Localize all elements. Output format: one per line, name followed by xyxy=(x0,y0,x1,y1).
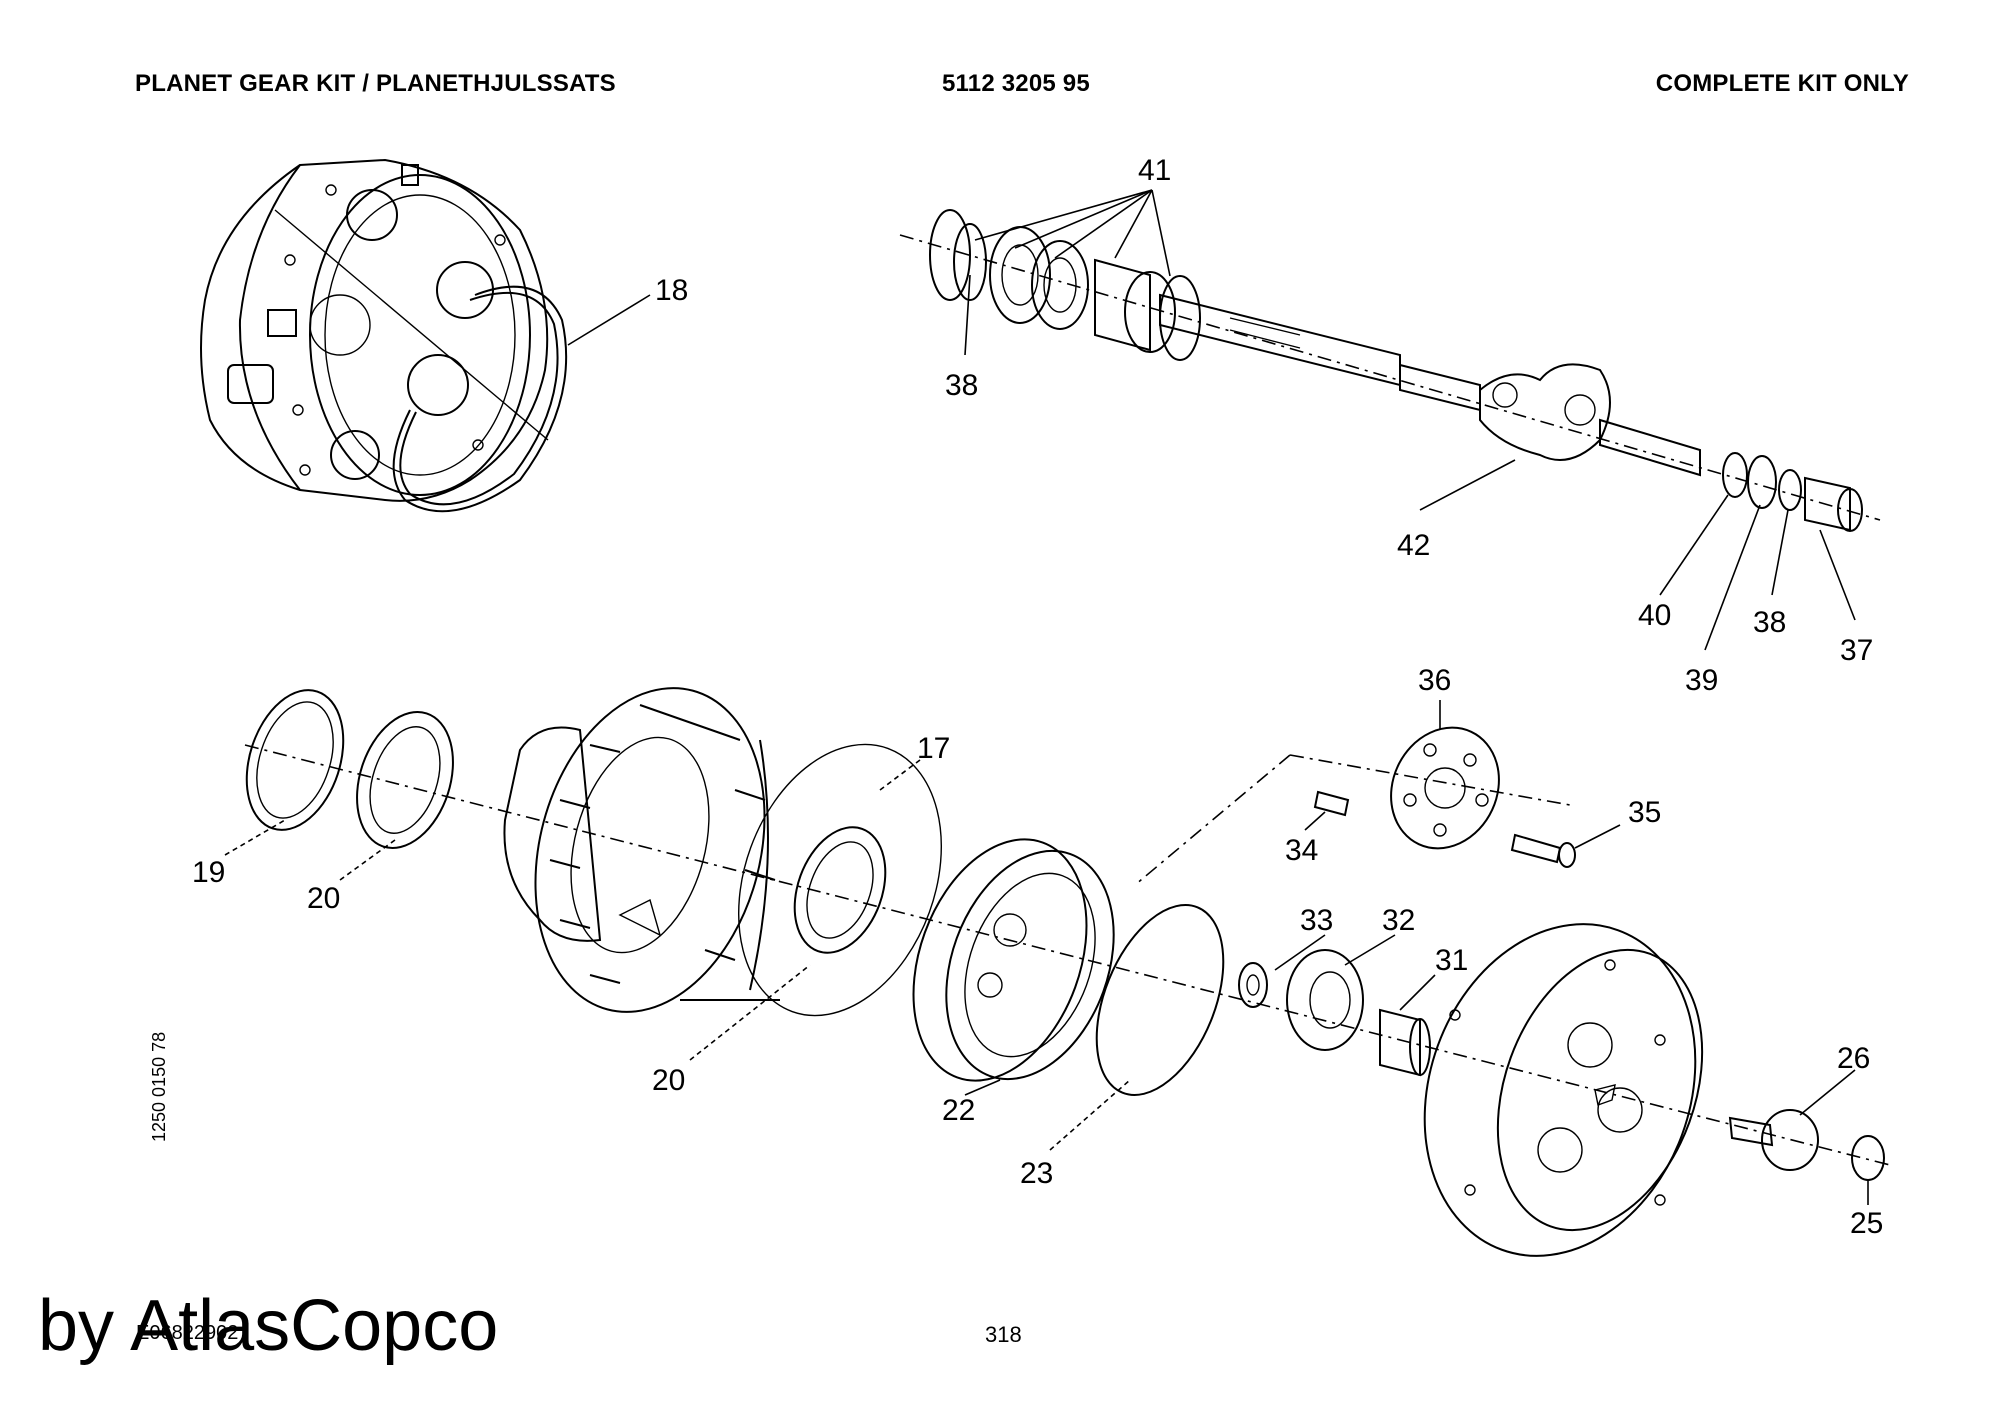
callout-19: 19 xyxy=(192,856,225,889)
callout-18: 18 xyxy=(655,274,688,307)
drive-shaft-drawing xyxy=(899,209,1881,532)
wheel-hub-drawing xyxy=(244,687,1891,1257)
callout-33: 33 xyxy=(1300,904,1333,937)
callout-39: 39 xyxy=(1685,664,1718,697)
page-title: PLANET GEAR KIT / PLANETHJULSSATS xyxy=(135,70,616,97)
callout-31: 31 xyxy=(1435,944,1468,977)
callout-36: 36 xyxy=(1418,664,1451,697)
callout-25: 25 xyxy=(1850,1207,1883,1240)
brand-watermark: by AtlasCopco xyxy=(38,1286,499,1366)
callout-20: 20 xyxy=(652,1064,685,1097)
callout-labels: 41 18 38 42 40 39 38 37 36 17 35 34 19 2… xyxy=(192,154,1883,1240)
page-number: 318 xyxy=(985,1322,1022,1347)
callout-38: 38 xyxy=(945,369,978,402)
document-code: 1250 0150 78 xyxy=(149,1031,169,1142)
callout-32: 32 xyxy=(1382,904,1415,937)
callout-40: 40 xyxy=(1638,599,1671,632)
callout-42: 42 xyxy=(1397,529,1430,562)
callout-22: 22 xyxy=(942,1094,975,1127)
callout-35: 35 xyxy=(1628,796,1661,829)
callout-23: 23 xyxy=(1020,1157,1053,1190)
callout-41: 41 xyxy=(1138,154,1171,187)
callout-34: 34 xyxy=(1285,834,1318,867)
callout-20: 20 xyxy=(307,882,340,915)
housing-drawing xyxy=(200,158,568,513)
callout-26: 26 xyxy=(1837,1042,1870,1075)
callout-38: 38 xyxy=(1753,606,1786,639)
callout-37: 37 xyxy=(1840,634,1873,667)
kit-note: COMPLETE KIT ONLY xyxy=(1655,70,1909,97)
part-number: 5112 3205 95 xyxy=(942,70,1090,97)
callout-17: 17 xyxy=(917,732,950,765)
leader-lines xyxy=(224,189,1869,1205)
reference-code: E06822902 xyxy=(136,1322,239,1344)
